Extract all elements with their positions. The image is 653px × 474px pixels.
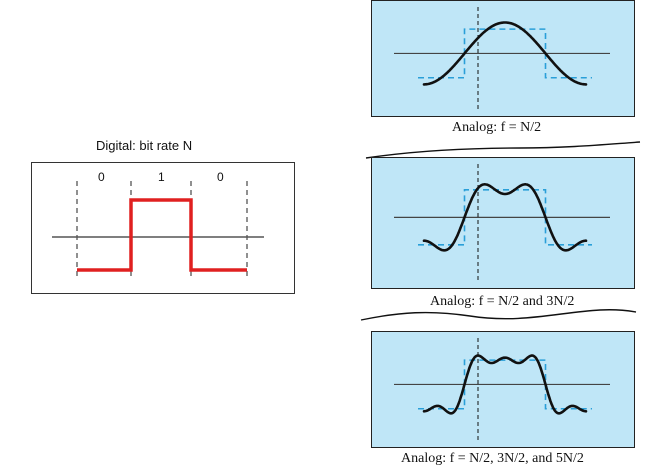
bit-label-0: 0 — [98, 170, 105, 184]
analog-panel-1 — [371, 0, 635, 117]
separator-squiggle-1 — [365, 141, 641, 159]
analog-plot-1 — [394, 7, 610, 111]
bit-label-1: 1 — [158, 170, 165, 184]
reference-square-pulse — [418, 189, 592, 246]
analog-caption-3: Analog: f = N/2, 3N/2, and 5N/2 — [401, 451, 584, 466]
digital-title: Digital: bit rate N — [96, 138, 193, 153]
reference-square-pulse — [418, 28, 592, 79]
analog-waveform — [422, 182, 588, 252]
separator-squiggle-2 — [360, 309, 637, 321]
analog-panel-3 — [371, 331, 635, 448]
analog-plot-2 — [394, 164, 610, 283]
analog-caption-2: Analog: f = N/2 and 3N/2 — [430, 294, 575, 309]
digital-waveform — [77, 198, 247, 272]
bit-label-2: 0 — [217, 170, 224, 184]
digital-signal-plot — [52, 181, 264, 279]
analog-plot-3 — [394, 338, 610, 442]
analog-waveform — [422, 21, 588, 86]
bit-boundaries — [76, 181, 248, 279]
digital-panel: 0 1 0 — [31, 162, 295, 294]
analog-caption-1: Analog: f = N/2 — [452, 120, 542, 135]
analog-waveform — [422, 354, 588, 415]
analog-panel-2 — [371, 157, 635, 289]
